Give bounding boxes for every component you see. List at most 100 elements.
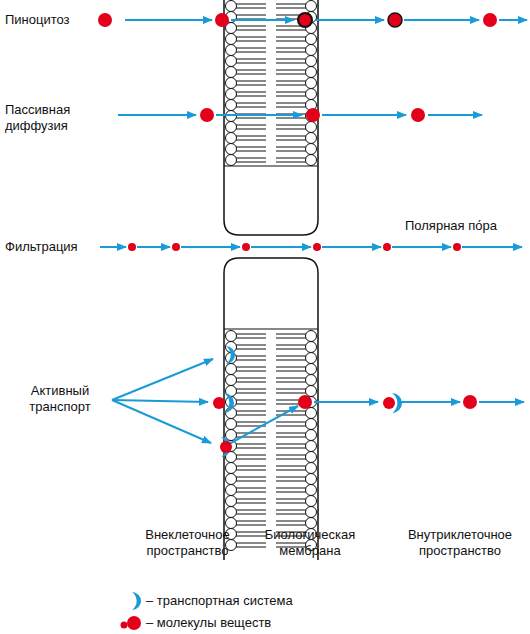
lipid-tail	[276, 59, 306, 60]
lipid-tail	[276, 503, 306, 504]
lipid-head	[306, 507, 317, 518]
lipid-tail	[276, 118, 306, 119]
lipid-head	[306, 364, 317, 375]
lipid-tail	[276, 521, 306, 522]
lipid-head	[226, 419, 237, 430]
lipid-tail	[276, 92, 306, 93]
lipid-tail	[236, 356, 266, 357]
lipid-tail	[236, 74, 266, 75]
text-label: Пассивная диффузия	[5, 102, 85, 134]
lipid-tail	[276, 433, 306, 434]
lipid-head	[226, 56, 237, 67]
lipid-head	[226, 144, 237, 155]
lipid-tail	[276, 162, 306, 163]
lipid-head	[306, 133, 317, 144]
lipid-tail	[236, 107, 266, 108]
lipid-tail	[276, 136, 306, 137]
lipid-tail	[276, 8, 306, 9]
legend-row: – молекулы веществ	[118, 614, 271, 632]
lipid-tail	[276, 74, 306, 75]
lipid-tail	[276, 151, 306, 152]
lipid-head	[306, 441, 317, 452]
lipid-head	[306, 430, 317, 441]
lipid-tail	[276, 338, 306, 339]
lipid-tail	[236, 525, 266, 526]
lipid-tail	[236, 63, 266, 64]
lipid-head	[306, 155, 317, 166]
lipid-head	[306, 353, 317, 364]
lipid-tail	[236, 125, 266, 126]
lipid-tail	[236, 378, 266, 379]
lipid-head	[306, 67, 317, 78]
lipid-tail	[276, 147, 306, 148]
lipid-tail	[276, 382, 306, 383]
lipid-tail	[276, 437, 306, 438]
lipid-tail	[276, 510, 306, 511]
dot-sample	[127, 616, 141, 630]
lipid-head	[306, 419, 317, 430]
lipid-head	[306, 342, 317, 353]
lipid-tail	[236, 158, 266, 159]
lipid-head	[226, 485, 237, 496]
lipid-tail	[276, 70, 306, 71]
lipid-tail	[276, 356, 306, 357]
lipid-tail	[236, 543, 266, 544]
lipid-tail	[236, 41, 266, 42]
lipid-head	[306, 518, 317, 529]
lipid-tail	[236, 85, 266, 86]
lipid-head	[306, 56, 317, 67]
lipid-tail	[236, 488, 266, 489]
text-label: Полярная по́ра	[405, 218, 530, 234]
lipid-tail	[276, 360, 306, 361]
lipid-tail	[236, 360, 266, 361]
lipid-tail	[276, 492, 306, 493]
lipid-tail	[236, 477, 266, 478]
legend-row: – транспортная система	[118, 592, 293, 610]
lipid-head	[226, 122, 237, 133]
lipid-tail	[276, 41, 306, 42]
lipid-head	[226, 1, 237, 12]
lipid-tail	[236, 349, 266, 350]
lipid-head	[226, 100, 237, 111]
lipid-tail	[236, 37, 266, 38]
transport-systems	[213, 346, 402, 457]
lipid-tail	[276, 477, 306, 478]
lipid-tail	[236, 345, 266, 346]
lipid-head	[226, 474, 237, 485]
lipid-head	[226, 45, 237, 56]
membrane-upper	[224, 0, 318, 235]
lipid-tail	[236, 15, 266, 16]
lipid-tail	[276, 481, 306, 482]
lipid-head	[306, 474, 317, 485]
lipid-head	[226, 364, 237, 375]
lipid-tail	[236, 415, 266, 416]
legend-swatch	[118, 614, 142, 632]
lipid-tail	[236, 140, 266, 141]
lipid-tail	[236, 371, 266, 372]
lipid-tail	[276, 514, 306, 515]
lipid-tail	[236, 459, 266, 460]
lipid-tail	[236, 411, 266, 412]
lipid-tail	[276, 4, 306, 5]
text-label: Внеклеточное пространство	[130, 527, 245, 559]
lipid-head	[226, 518, 237, 529]
lipid-tail	[236, 70, 266, 71]
lipid-tail	[236, 444, 266, 445]
lipid-tail	[236, 393, 266, 394]
lipid-tail	[236, 147, 266, 148]
lipid-head	[226, 78, 237, 89]
lipid-tail	[236, 30, 266, 31]
lipid-head	[306, 331, 317, 342]
lipid-head	[226, 155, 237, 166]
lipid-tail	[236, 514, 266, 515]
lipid-tail	[276, 48, 306, 49]
lipid-head	[226, 34, 237, 45]
lipid-tail	[236, 52, 266, 53]
lipid-head	[306, 122, 317, 133]
lipid-head	[306, 89, 317, 100]
lipid-head	[226, 331, 237, 342]
lipid-head	[306, 375, 317, 386]
lipid-tail	[276, 103, 306, 104]
lipid-tail	[276, 107, 306, 108]
lipid-bilayer	[226, 1, 317, 551]
